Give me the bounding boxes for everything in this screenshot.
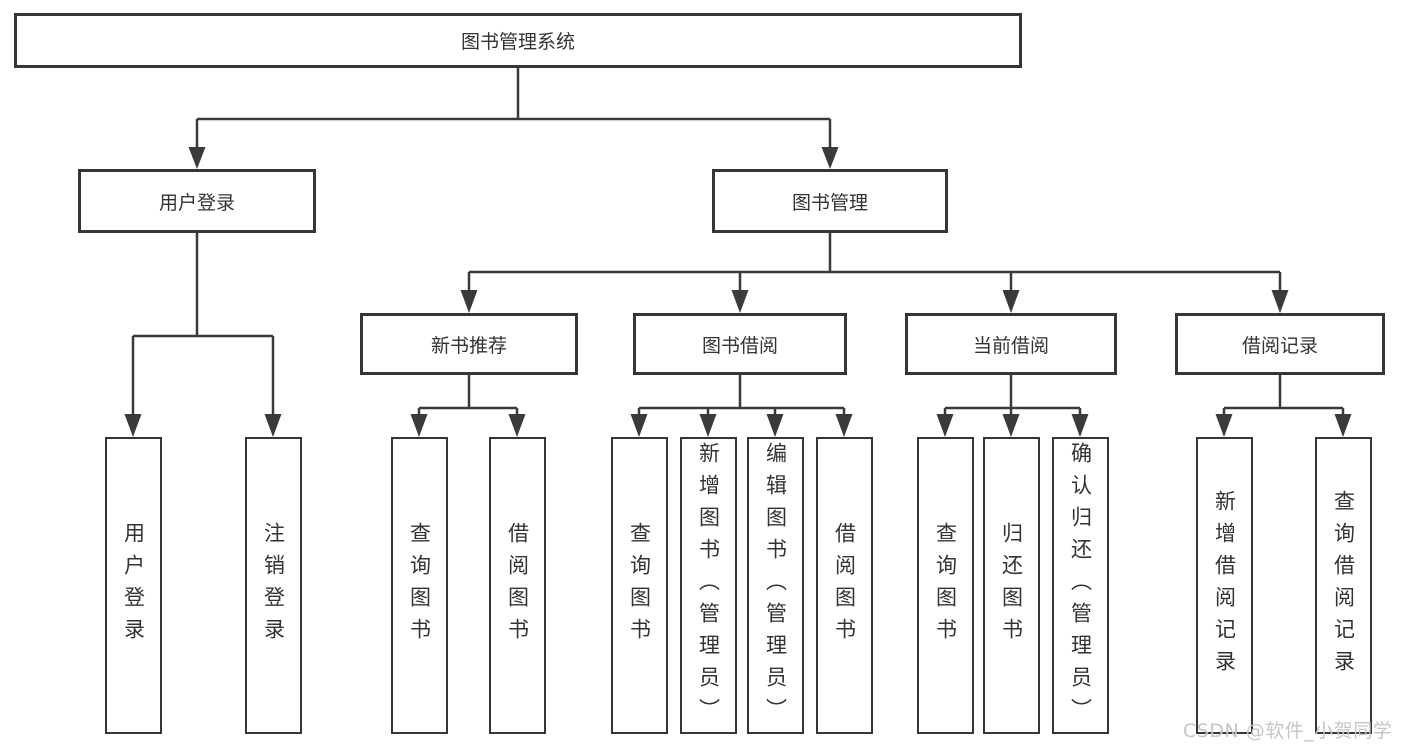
connector-user-login-to-leaves	[124, 233, 282, 437]
connector-new-book-to-leaves	[410, 375, 526, 437]
connector-current-borrow-to-leaves	[936, 375, 1089, 437]
leaf-label: 查询图书	[627, 521, 652, 650]
leaf-label: 查询借阅记录	[1331, 489, 1356, 682]
connector-book-borrow-to-leaves	[630, 375, 853, 437]
leaf-add-book-admin: 新增图书（管理员）	[679, 437, 737, 734]
leaf-label: 确认归还（管理员）	[1068, 441, 1093, 730]
leaf-label: 用户登录	[121, 521, 146, 650]
leaf-label: 归还图书	[999, 521, 1024, 650]
node-label: 新书推荐	[430, 334, 507, 357]
node-label: 用户登录	[158, 191, 235, 214]
node-library-management-system: 图书管理系统	[14, 13, 1022, 68]
leaf-query-book-current: 查询图书	[916, 437, 974, 734]
leaf-add-borrow-record: 新增借阅记录	[1195, 437, 1253, 734]
node-current-borrow: 当前借阅	[905, 313, 1117, 375]
leaf-user-login: 用户登录	[104, 437, 162, 734]
leaf-label: 注销登录	[261, 521, 286, 650]
leaf-query-book-borrow: 查询图书	[610, 437, 668, 734]
connector-root-to-level2	[188, 68, 839, 169]
connector-book-mgmt-to-level3	[460, 233, 1289, 313]
node-label: 当前借阅	[972, 334, 1049, 357]
node-label: 图书管理系统	[460, 31, 575, 53]
leaf-label: 借阅图书	[505, 521, 530, 650]
node-borrow-record: 借阅记录	[1175, 313, 1385, 375]
leaf-label: 新增图书（管理员）	[696, 441, 721, 730]
node-book-borrow: 图书借阅	[633, 313, 847, 375]
leaf-label: 新增借阅记录	[1212, 489, 1237, 682]
leaf-label: 借阅图书	[832, 521, 857, 650]
node-new-book-recommend: 新书推荐	[360, 313, 578, 375]
leaf-confirm-return-admin: 确认归还（管理员）	[1051, 437, 1109, 734]
leaf-logout: 注销登录	[244, 437, 302, 734]
leaf-query-book-newbook: 查询图书	[390, 437, 448, 734]
leaf-borrow-book: 借阅图书	[815, 437, 873, 734]
node-user-login: 用户登录	[78, 169, 316, 233]
leaf-query-borrow-record: 查询借阅记录	[1314, 437, 1372, 734]
node-book-management: 图书管理	[712, 169, 948, 233]
node-label: 图书借阅	[701, 334, 778, 357]
leaf-borrow-book-newbook: 借阅图书	[488, 437, 546, 734]
leaf-edit-book-admin: 编辑图书（管理员）	[746, 437, 804, 734]
csdn-watermark: CSDN @软件_小贺同学	[1183, 720, 1393, 742]
leaf-label: 查询图书	[407, 521, 432, 650]
node-label: 图书管理	[791, 191, 868, 214]
leaf-label: 查询图书	[933, 521, 958, 650]
leaf-return-book: 归还图书	[982, 437, 1040, 734]
leaf-label: 编辑图书（管理员）	[763, 441, 788, 730]
connector-borrow-record-to-leaves	[1215, 375, 1352, 437]
node-label: 借阅记录	[1241, 334, 1318, 357]
